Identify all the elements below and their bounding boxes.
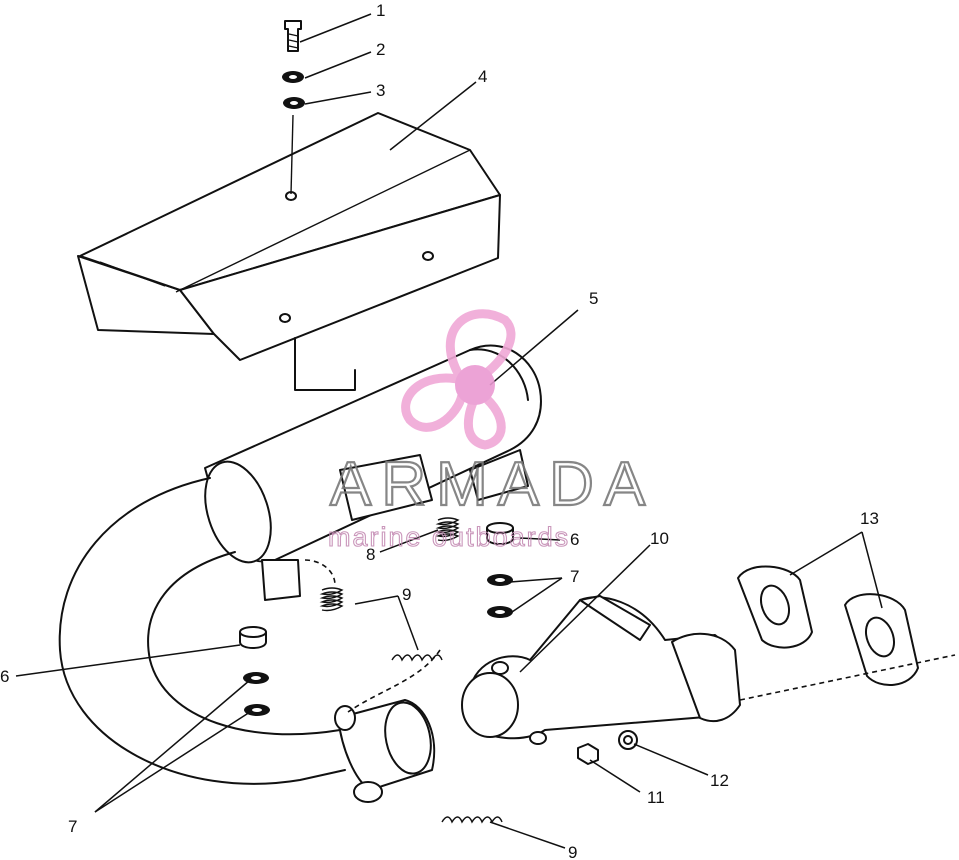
springs-and-grommets bbox=[239, 517, 638, 824]
callout-6-right: 6 bbox=[570, 530, 579, 549]
inlet-pipe bbox=[58, 477, 436, 803]
callout-12: 12 bbox=[710, 771, 729, 790]
callout-8: 8 bbox=[366, 545, 375, 564]
callout-3: 3 bbox=[376, 81, 385, 100]
propeller-logo-icon bbox=[401, 309, 516, 450]
callout-11: 11 bbox=[647, 788, 665, 807]
callout-7-right: 7 bbox=[570, 567, 579, 586]
callout-10: 10 bbox=[650, 529, 669, 548]
callout-13: 13 bbox=[860, 509, 879, 528]
callout-9-lower: 9 bbox=[568, 843, 577, 860]
callout-2: 2 bbox=[376, 40, 385, 59]
watermark-subtitle: marine outboards bbox=[328, 522, 570, 552]
heat-shield bbox=[77, 112, 501, 361]
watermark-title: ARMADA bbox=[330, 450, 655, 519]
callout-labels: 1 2 3 4 5 6 6 7 7 8 9 9 10 11 12 13 bbox=[0, 1, 879, 860]
callout-7-left: 7 bbox=[68, 817, 77, 836]
callout-5: 5 bbox=[589, 289, 598, 308]
watermark: ARMADA marine outboards bbox=[327, 309, 655, 553]
callout-4: 4 bbox=[478, 67, 487, 86]
exhaust-manifold bbox=[461, 595, 741, 745]
callout-1: 1 bbox=[376, 1, 385, 20]
leader-lines bbox=[15, 13, 883, 849]
callout-9-upper: 9 bbox=[402, 585, 411, 604]
gaskets bbox=[737, 565, 956, 701]
callout-6-left: 6 bbox=[0, 667, 9, 686]
shield-fasteners bbox=[282, 20, 305, 195]
